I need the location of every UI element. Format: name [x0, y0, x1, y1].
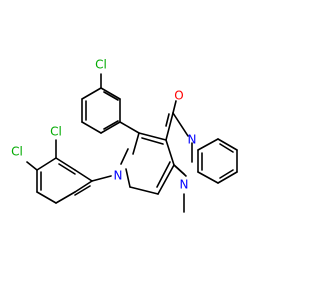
nitrogen-label: N	[180, 178, 189, 192]
bond	[129, 186, 159, 195]
bond	[119, 121, 140, 134]
bond	[100, 121, 121, 134]
bond	[219, 169, 234, 179]
chlorine-label: Cl	[50, 125, 62, 139]
bond	[26, 161, 38, 171]
nitrogen-label: N	[188, 133, 197, 147]
bond	[74, 180, 93, 193]
bond	[74, 169, 93, 182]
bond	[138, 132, 167, 141]
oxygen-label: O	[174, 89, 183, 103]
bond	[125, 168, 131, 188]
bond	[74, 185, 91, 196]
bond	[91, 175, 112, 182]
bond	[197, 138, 219, 151]
bond	[81, 121, 102, 134]
bond	[141, 137, 164, 145]
bond	[132, 132, 140, 155]
bond	[165, 112, 174, 141]
bond	[103, 120, 119, 130]
bond	[197, 171, 219, 184]
molecule-canvas: Cl Cl Cl O N N N	[11, 58, 238, 213]
chlorine-label: Cl	[11, 145, 23, 159]
structure-diagram: Cl Cl Cl O N N N	[11, 58, 238, 213]
bond	[219, 143, 234, 153]
nitrogen-label: N	[114, 169, 123, 183]
bond	[58, 163, 76, 175]
bond	[81, 87, 102, 100]
phenyl-ring	[197, 138, 238, 184]
chlorophenyl-ring	[81, 73, 140, 134]
bond	[100, 87, 121, 100]
bond	[120, 148, 129, 165]
bond	[103, 91, 119, 101]
bond	[173, 164, 187, 177]
bond	[156, 161, 171, 188]
bond	[172, 100, 177, 114]
bond	[55, 191, 76, 204]
bond	[36, 157, 57, 171]
bond	[217, 138, 238, 151]
bond	[217, 171, 238, 184]
dichlorophenyl-ring	[26, 139, 112, 204]
pyrrolopyrazole-core	[120, 100, 193, 213]
bond	[55, 157, 76, 171]
bond	[165, 139, 175, 166]
bond	[165, 113, 170, 127]
bond	[36, 191, 57, 204]
chlorine-label: Cl	[95, 58, 107, 72]
bond	[157, 164, 175, 195]
bond	[172, 112, 189, 137]
